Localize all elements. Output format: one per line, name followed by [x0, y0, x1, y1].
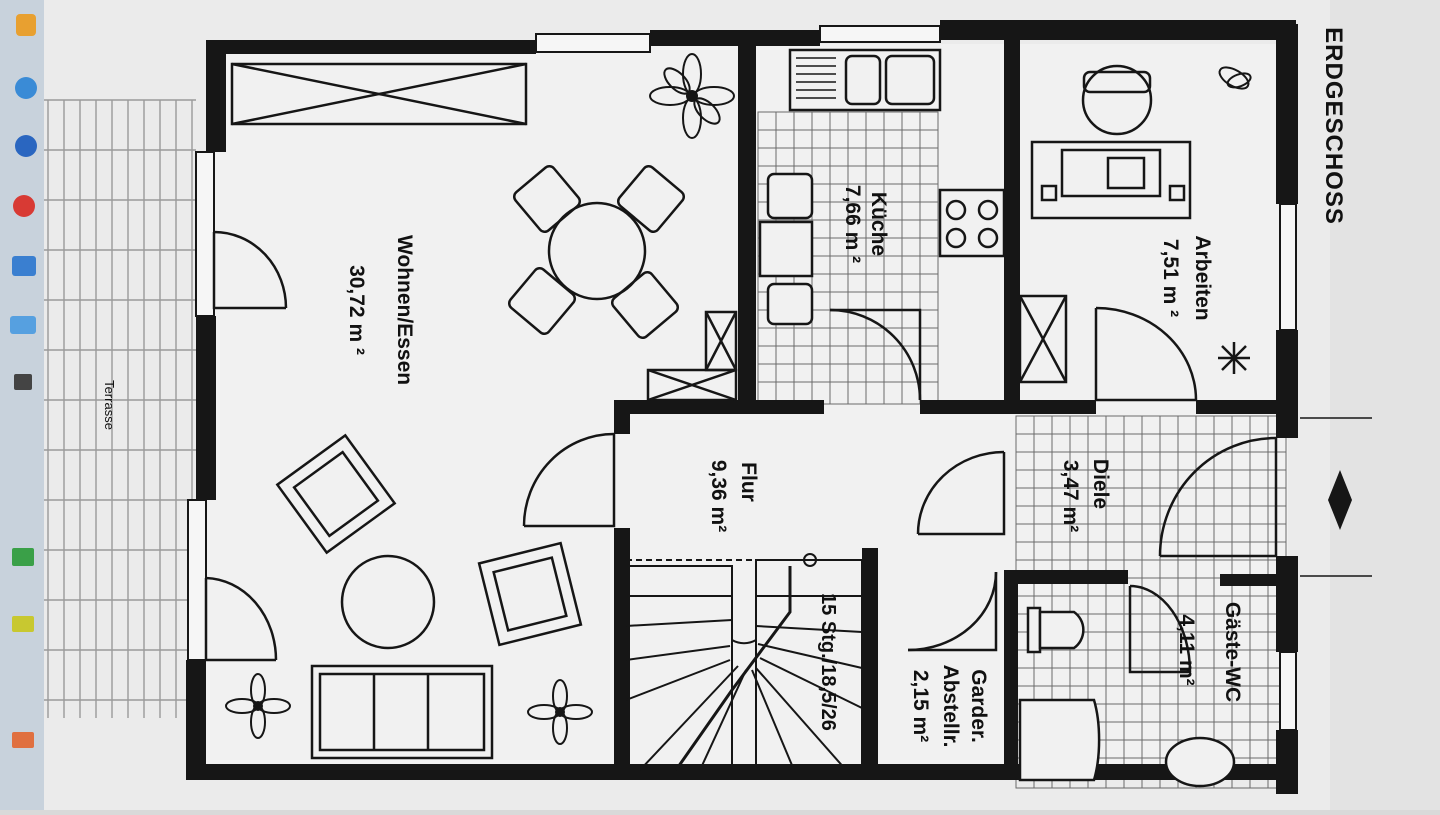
windows — [187, 25, 1297, 731]
label-wc-name: Gäste-WC — [1221, 602, 1244, 702]
app-icon[interactable] — [16, 14, 36, 36]
entry-arrow-icon — [1300, 417, 1372, 577]
taskbar — [0, 0, 44, 810]
plant-icon — [649, 53, 735, 139]
shower — [1018, 698, 1101, 782]
label-flur-area: 9,36 m² — [707, 460, 730, 532]
dining-chair — [610, 270, 680, 340]
terminal-icon[interactable] — [14, 374, 32, 390]
label-wohnen-area: 30,72 m ² — [345, 265, 368, 355]
label-arbeiten-name: Arbeiten — [1191, 235, 1214, 320]
label-garderobe-name2: Abstellr. — [939, 665, 962, 748]
terrace-label: Terrasse — [102, 380, 117, 430]
plant-icon — [225, 673, 291, 739]
armchair — [477, 541, 583, 647]
label-stairs: 15 Stg./18,5/26 — [817, 593, 839, 731]
doors — [204, 230, 1278, 674]
plant-icon — [527, 679, 593, 745]
plant-icon — [1218, 66, 1252, 90]
armchair — [275, 433, 397, 555]
living-furniture — [230, 62, 686, 760]
label-kueche-area: 7,66 m ² — [841, 185, 864, 263]
monitor — [1106, 156, 1146, 190]
sofa — [310, 664, 494, 760]
staircase — [625, 553, 865, 771]
dining-table — [547, 201, 647, 301]
paper-margin — [1330, 0, 1440, 810]
label-flur-name: Flur — [737, 462, 760, 502]
shafts — [646, 294, 1068, 402]
desk-chair — [1081, 64, 1153, 136]
desk — [1030, 140, 1192, 220]
washbasin — [1164, 736, 1236, 788]
study-furniture — [1030, 64, 1192, 220]
label-garderobe-name: Garder. — [967, 669, 990, 743]
folder-icon[interactable] — [12, 256, 36, 276]
room-labels: Wohnen/Essen 30,72 m ² Küche 7,66 m ² Ar… — [345, 27, 1347, 747]
toilet — [1038, 610, 1085, 650]
window-icon[interactable] — [10, 316, 36, 334]
kitchen-fixtures — [758, 48, 1006, 326]
coffee-table — [340, 554, 436, 650]
sheet-icon[interactable] — [12, 548, 34, 566]
shelf — [230, 62, 528, 126]
browser-icon[interactable] — [15, 77, 37, 99]
walls — [186, 20, 1298, 794]
kitchen-table — [758, 220, 814, 278]
sink — [844, 54, 882, 106]
settings-icon[interactable] — [12, 732, 34, 748]
label-kueche-name: Küche — [867, 192, 890, 256]
label-wc-area: 4,11 m² — [1175, 614, 1198, 685]
plan-title: ERDGESCHOSS — [1320, 27, 1347, 225]
mail-icon[interactable] — [15, 135, 37, 157]
sink — [884, 54, 936, 106]
stove — [938, 188, 1006, 258]
label-wohnen-name: Wohnen/Essen — [393, 235, 416, 385]
terrace-grid — [44, 99, 196, 718]
plant-icon — [1218, 342, 1250, 374]
kitchen-chair — [766, 172, 814, 220]
plants — [225, 53, 1252, 745]
dining-chair — [512, 164, 582, 234]
label-garderobe-area: 2,15 m² — [909, 670, 932, 742]
notes-icon[interactable] — [12, 616, 34, 632]
dining-chair — [616, 164, 686, 234]
kitchen-chair — [766, 282, 814, 326]
wc-fixtures — [1018, 606, 1236, 788]
dining-chair — [507, 266, 577, 336]
record-icon[interactable] — [13, 195, 35, 217]
label-diele-area: 3,47 m² — [1059, 460, 1082, 532]
label-arbeiten-area: 7,51 m ² — [1159, 239, 1182, 317]
label-diele-name: Diele — [1089, 459, 1112, 509]
